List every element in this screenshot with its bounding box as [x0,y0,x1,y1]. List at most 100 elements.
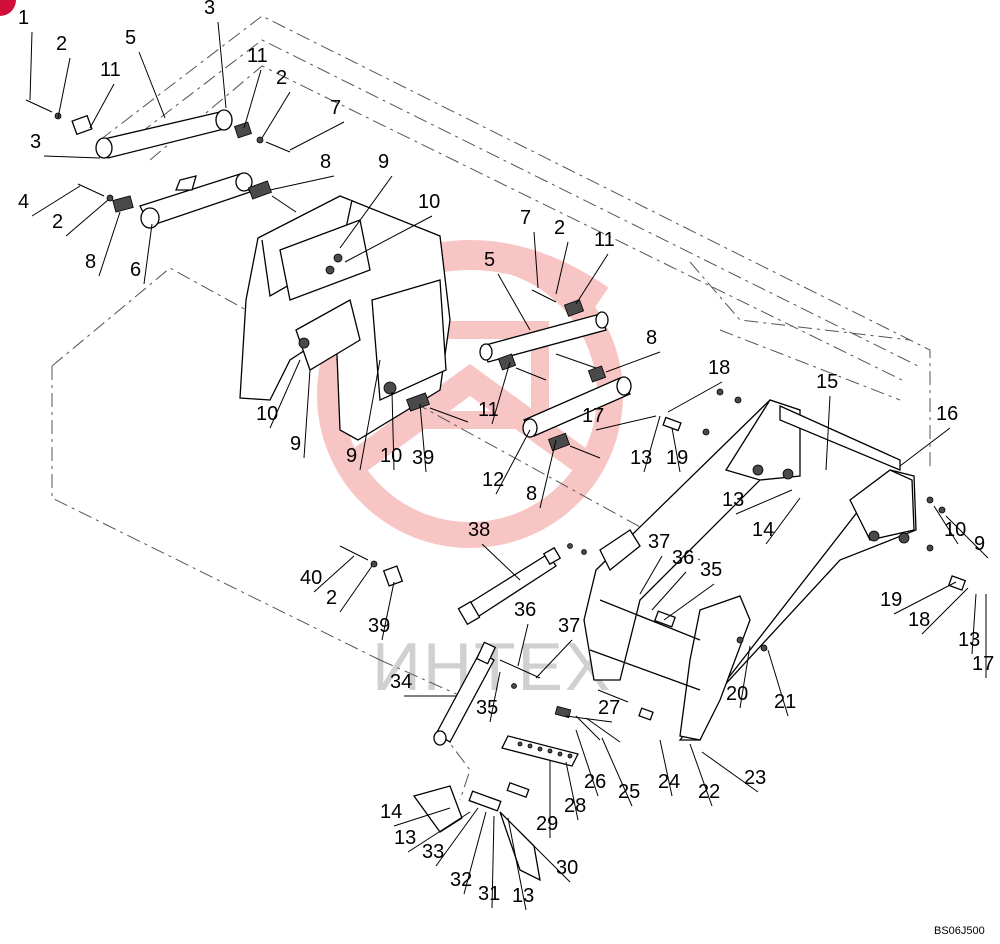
lower-link-left [77,172,297,229]
callout-leader-37 [535,639,573,679]
callout-leader-19 [893,581,957,615]
callout-label-30: 30 [556,857,578,879]
callout-label-32: 32 [450,869,472,891]
upper-cylinder-right [479,289,609,383]
callout-leader-23 [701,751,759,793]
callout-leader-4 [31,185,81,217]
callout-label-10: 10 [944,519,966,541]
callout-label-7: 7 [520,207,531,229]
callout-leader-3 [217,21,227,109]
callout-label-14: 14 [752,519,774,541]
callout-leader-21 [767,649,789,717]
upper-cylinder-left [25,99,291,159]
callout-label-20: 20 [726,683,748,705]
callout-leader-10 [344,215,433,263]
callout-leader-8 [98,211,121,277]
quick-attach-parts [412,689,629,882]
callout-leader-8 [269,175,335,191]
callout-label-5: 5 [125,27,136,49]
watermark-text: ИНТЕХ [372,629,612,705]
callout-label-7: 7 [330,97,341,119]
callout-label-3: 3 [204,0,215,19]
callout-label-17: 17 [582,405,604,427]
callout-label-26: 26 [584,771,606,793]
callout-label-39: 39 [412,447,434,469]
callout-label-39: 39 [368,615,390,637]
callout-label-11: 11 [100,59,121,81]
tilt-cylinder-lower [433,641,541,746]
callout-leader-9 [359,359,381,471]
callout-leader-11 [89,83,115,129]
callout-leader-20 [739,645,751,709]
callout-leader-35 [663,583,715,621]
callout-leader-13 [971,593,977,655]
callout-leader-5 [497,273,531,331]
callout-leader-8 [605,351,661,373]
callout-leader-14 [765,497,801,545]
callout-leader-2 [65,199,109,237]
callout-leader-39 [419,403,427,473]
callout-leader-9 [339,175,393,249]
callout-label-19: 19 [880,589,902,611]
loader-arms [583,399,917,741]
callout-label-15: 15 [816,371,838,393]
callout-leader-11 [491,361,511,425]
callout-leader-10 [933,505,959,545]
callout-label-40: 40 [300,567,322,589]
callout-leader-5 [138,51,166,119]
callout-leader-13 [643,415,661,473]
callout-label-16: 16 [936,403,958,425]
callout-leader-7 [533,231,539,289]
callout-leader-11 [243,69,262,129]
callout-label-29: 29 [536,813,558,835]
callout-leader-33 [435,807,479,867]
callout-leader-19 [671,427,681,473]
loader-tower-frame [239,195,469,441]
callout-leader-36 [517,623,529,667]
callout-leader-24 [659,739,673,797]
callout-label-31: 31 [478,883,500,905]
callout-leader-10 [391,391,395,471]
callout-label-34: 34 [390,671,412,693]
callout-leader-38 [481,543,521,581]
callout-label-35: 35 [700,559,722,581]
callout-leader-13 [735,489,793,515]
callout-leader-32 [463,811,487,895]
callout-label-8: 8 [526,483,537,505]
callout-leader-3 [43,155,101,159]
callout-leader-40 [313,555,355,593]
callout-leader-22 [689,743,713,807]
callout-label-25: 25 [618,781,640,803]
corner-badge-icon [0,0,16,16]
callout-label-13: 13 [722,489,744,511]
callout-leader-12 [495,429,531,495]
callout-label-18: 18 [708,357,730,379]
callout-label-11: 11 [594,229,615,251]
callout-leader-10 [269,359,301,429]
callout-label-23: 23 [744,767,766,789]
callout-leader-18 [667,381,723,413]
callout-label-11: 11 [478,399,499,421]
callout-leader-13 [507,817,527,911]
callout-label-9: 9 [378,151,389,173]
callout-leader-9 [945,515,989,559]
callout-label-28: 28 [564,795,586,817]
callout-label-13: 13 [512,885,534,907]
callout-label-37: 37 [648,531,670,553]
callout-label-13: 13 [958,629,980,651]
callout-leaders [29,21,989,911]
callout-label-8: 8 [646,327,657,349]
callout-label-2: 2 [554,217,565,239]
callout-leader-13 [407,811,471,853]
callout-label-33: 33 [422,841,444,863]
callout-label-9: 9 [974,533,985,555]
callout-label-13: 13 [630,447,652,469]
callout-label-2: 2 [326,587,337,609]
callout-label-36: 36 [514,599,536,621]
callout-leader-8 [539,439,557,509]
callout-label-22: 22 [698,781,720,803]
callout-leader-26 [575,729,599,797]
callout-label-10: 10 [256,403,278,425]
callout-label-11: 11 [247,45,268,67]
